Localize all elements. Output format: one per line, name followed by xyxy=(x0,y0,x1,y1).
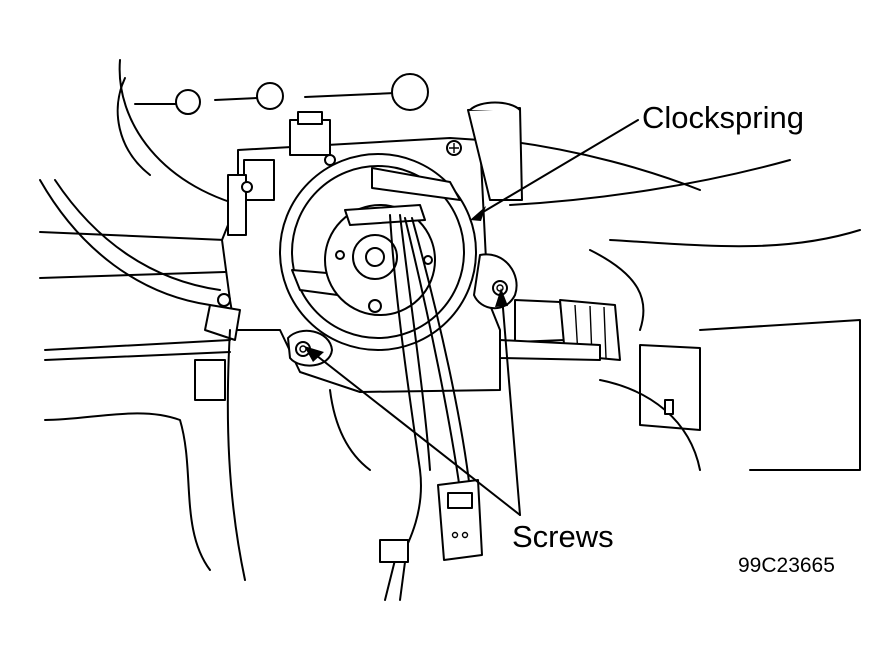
pin-head-1 xyxy=(175,89,201,115)
right-bracket xyxy=(639,344,701,431)
figure-id: 99C23665 xyxy=(738,554,835,577)
clockspring-tab-top xyxy=(371,167,461,201)
steering-wheel-outline xyxy=(39,59,861,331)
screws-leader-left xyxy=(311,351,521,516)
column-lines xyxy=(39,231,231,361)
lower-tab xyxy=(194,359,226,401)
pin-head-2 xyxy=(256,82,284,110)
mounting-ear-right xyxy=(473,253,518,310)
clockspring-label: Clockspring xyxy=(642,100,804,135)
lower-panel-outline xyxy=(44,329,371,581)
top-connector xyxy=(289,119,331,156)
screws-leader-right xyxy=(501,295,521,516)
wire-end-cap xyxy=(379,539,409,563)
callout-leaders xyxy=(304,119,639,516)
screws-label: Screws xyxy=(512,519,614,554)
clockspring-leader xyxy=(477,119,639,216)
pin-head-3 xyxy=(391,73,429,111)
clockspring-assembly xyxy=(279,153,518,367)
switch-lever xyxy=(499,299,861,471)
wire-harness xyxy=(379,214,483,601)
pin-tools xyxy=(134,73,429,115)
